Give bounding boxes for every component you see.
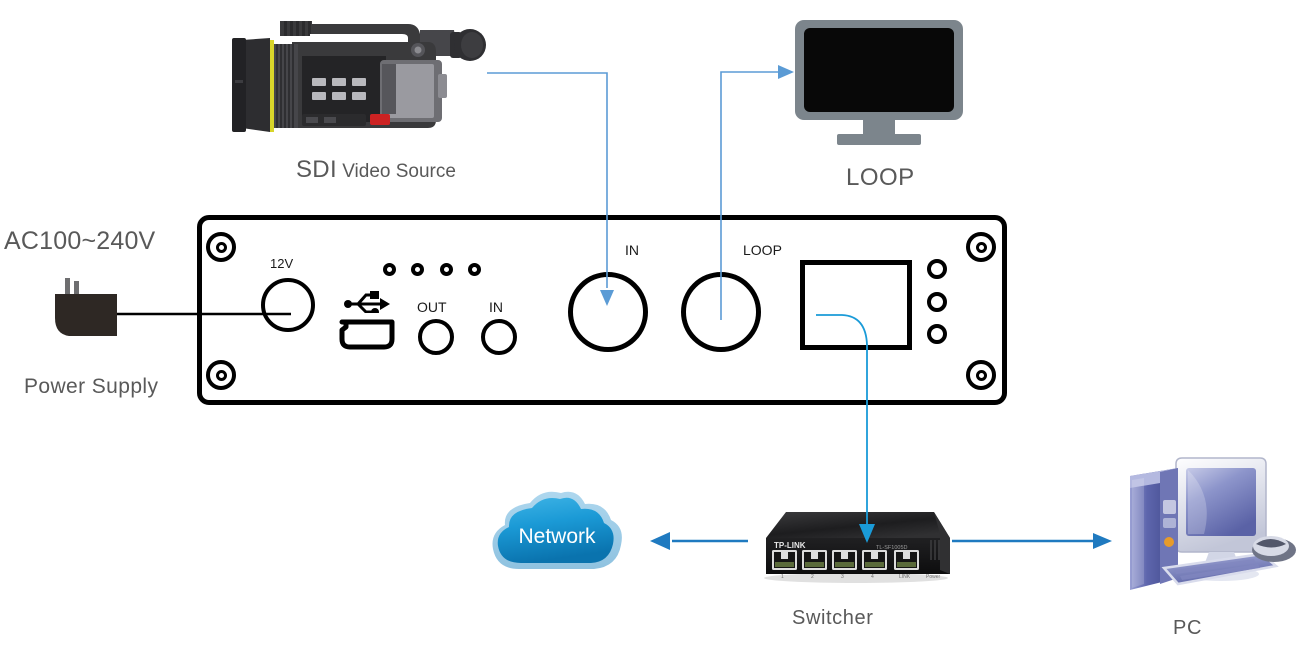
screw-top-right <box>966 232 996 262</box>
12v-power-jack[interactable] <box>261 278 315 332</box>
svg-text:TL-SF1005D: TL-SF1005D <box>876 545 908 551</box>
network-switch-icon: TP-LINK TL-SF1005D <box>764 512 950 583</box>
desktop-computer-icon <box>1130 457 1296 590</box>
sdi-loop-label: LOOP <box>743 242 782 258</box>
sdi-suffix-text: Video Source <box>336 161 456 182</box>
pc-label: PC <box>1173 617 1202 639</box>
side-indicator-hole-3 <box>927 324 947 344</box>
sdi-in-label: IN <box>625 242 639 258</box>
12v-jack-label: 12V <box>270 256 294 271</box>
svg-text:2: 2 <box>811 574 814 580</box>
screw-bottom-left <box>206 360 236 390</box>
audio-in-jack[interactable] <box>481 319 517 355</box>
network-cloud-label: Network <box>518 525 596 548</box>
side-indicator-hole-1 <box>927 259 947 279</box>
usb-port[interactable] <box>339 319 395 350</box>
svg-text:4: 4 <box>871 574 874 580</box>
rj45-port[interactable] <box>800 260 912 350</box>
usb-icon <box>344 291 390 313</box>
sdi-in-bnc-connector[interactable] <box>568 272 648 352</box>
camcorder-icon <box>232 21 486 132</box>
ac-input-label: AC100~240V <box>4 227 156 255</box>
svg-text:3: 3 <box>841 574 844 580</box>
led-indicator-2 <box>411 263 424 276</box>
sdi-video-source-label: SDI Video Source <box>296 158 456 182</box>
cloud-icon: Network <box>492 491 622 569</box>
led-indicator-3 <box>440 263 453 276</box>
screw-top-left <box>206 232 236 262</box>
svg-text:Power: Power <box>926 574 941 580</box>
monitor-icon <box>795 20 963 145</box>
audio-out-jack[interactable] <box>418 319 454 355</box>
svg-text:1: 1 <box>781 574 784 580</box>
switcher-label: Switcher <box>792 607 874 629</box>
led-indicator-1 <box>383 263 396 276</box>
sdi-loop-bnc-connector[interactable] <box>681 272 761 352</box>
sdi-prefix-text: SDI <box>296 156 337 183</box>
svg-text:LINK: LINK <box>899 574 911 580</box>
power-adapter-icon <box>55 278 117 336</box>
audio-out-label: OUT <box>417 299 447 315</box>
wire-switcher-to-pc <box>952 533 1112 549</box>
led-indicator-4 <box>468 263 481 276</box>
loop-monitor-label: LOOP <box>846 164 915 191</box>
wire-switcher-to-network <box>650 532 748 550</box>
audio-in-label: IN <box>489 299 503 315</box>
side-indicator-hole-2 <box>927 292 947 312</box>
svg-text:TP-LINK: TP-LINK <box>774 541 806 550</box>
screw-bottom-right <box>966 360 996 390</box>
power-supply-label: Power Supply <box>24 375 159 398</box>
